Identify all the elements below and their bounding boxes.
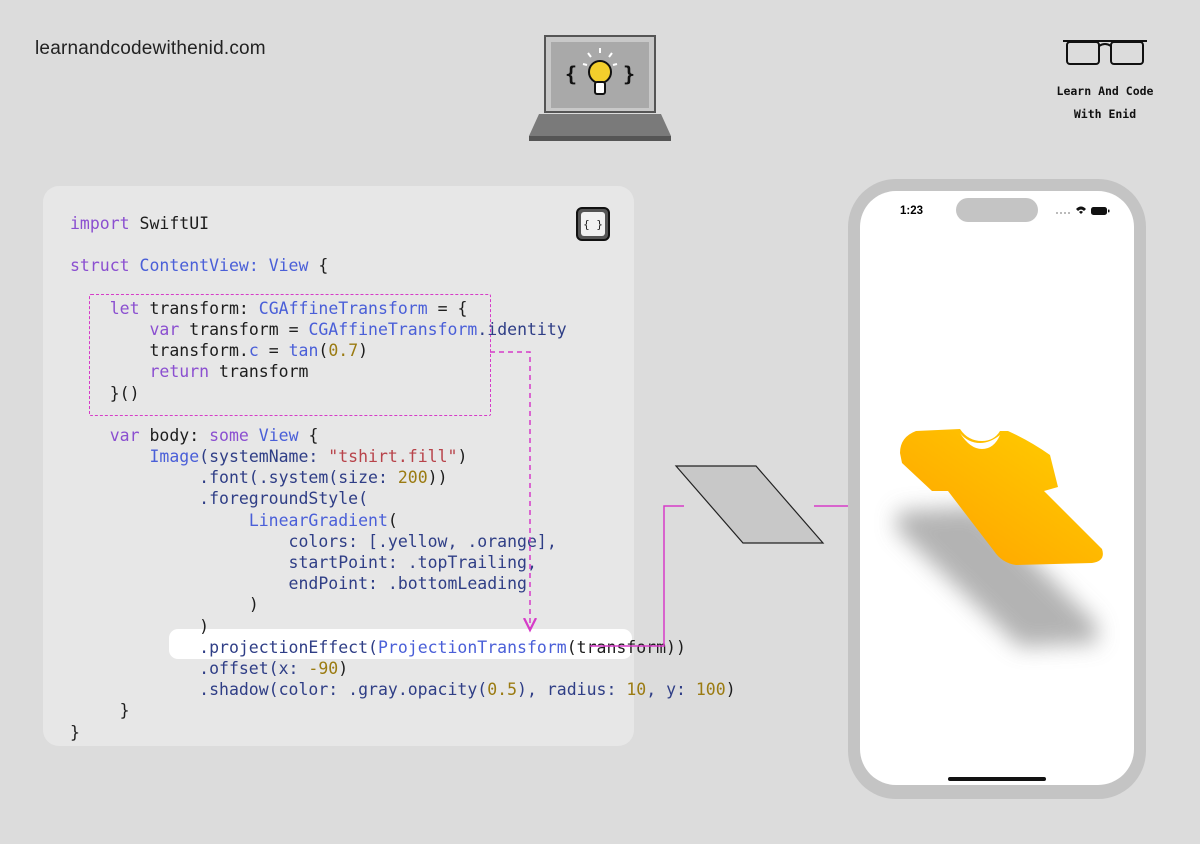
code-line: )	[199, 616, 210, 636]
brand-line2: With Enid	[1073, 107, 1137, 121]
lightbulb-icon	[582, 48, 618, 95]
solid-connector-line	[590, 505, 684, 647]
code-line: LinearGradient(	[248, 510, 398, 530]
code-line: startPoint: .topTrailing,	[288, 553, 537, 572]
status-time: 1:23	[900, 205, 924, 217]
code-line: .projectionEffect(ProjectionTransform(tr…	[199, 637, 686, 657]
laptop-lightbulb-icon: { }	[529, 35, 671, 141]
code-line: )	[248, 595, 259, 615]
code-line: .foregroundStyle(	[199, 489, 369, 509]
dynamic-island	[956, 198, 1038, 222]
code-line: .shadow(color: .gray.opacity(0.5), radiu…	[199, 680, 736, 700]
code-card: { } import SwiftUI struct ContentView: V…	[43, 186, 736, 746]
highlighted-line	[169, 629, 632, 659]
tshirt-shape	[900, 429, 1103, 565]
wifi-icon	[1076, 206, 1086, 214]
brand-line1: Learn And Code	[1056, 84, 1154, 98]
tshirt-collar	[960, 433, 1000, 449]
glasses-icon	[1063, 40, 1147, 65]
laptop-brace-right: }	[623, 62, 635, 86]
code-line: colors: [.yellow, .orange],	[288, 531, 557, 551]
status-icons	[1056, 206, 1110, 215]
brand-logo: Learn And Code With Enid	[1040, 38, 1170, 126]
site-url: learnandcodewithenid.com	[35, 38, 266, 59]
code-line: return transform	[149, 362, 309, 382]
iphone-mockup: 1:23	[848, 179, 1146, 799]
phone-screen: 1:23	[860, 191, 1134, 785]
code-line: .offset(x: -90)	[199, 658, 349, 678]
code-button[interactable]: { }	[576, 207, 610, 241]
battery-icon	[1091, 207, 1110, 215]
code-line: struct ContentView: View {	[70, 256, 329, 276]
code-line: transform.c = tan(0.7)	[149, 341, 369, 361]
code-line: let transform: CGAffineTransform = {	[109, 298, 468, 318]
code-line: import SwiftUI	[70, 214, 210, 233]
skewed-parallelogram	[674, 465, 825, 544]
code-line: }	[70, 722, 80, 742]
dashed-connector-arrow	[490, 351, 530, 630]
code-line: var transform = CGAffineTransform.identi…	[149, 319, 567, 339]
code-block: import SwiftUI struct ContentView: View …	[70, 213, 736, 743]
transform-highlight-box	[89, 294, 491, 416]
code-line: }	[119, 701, 130, 721]
laptop-brace-left: {	[565, 62, 577, 86]
cellular-icon	[1056, 212, 1070, 214]
code-line: Image(systemName: "tshirt.fill")	[149, 447, 468, 467]
code-line: .font(.system(size: 200))	[199, 468, 448, 488]
code-line: endPoint: .bottomLeading	[288, 574, 527, 594]
home-indicator	[948, 777, 1046, 781]
code-line: }()	[109, 383, 140, 403]
code-line: var body: some View {	[109, 425, 319, 445]
tshirt-shadow	[896, 507, 1098, 647]
code-braces-icon: { }	[581, 212, 605, 236]
tshirt-fill-icon	[896, 429, 1103, 647]
